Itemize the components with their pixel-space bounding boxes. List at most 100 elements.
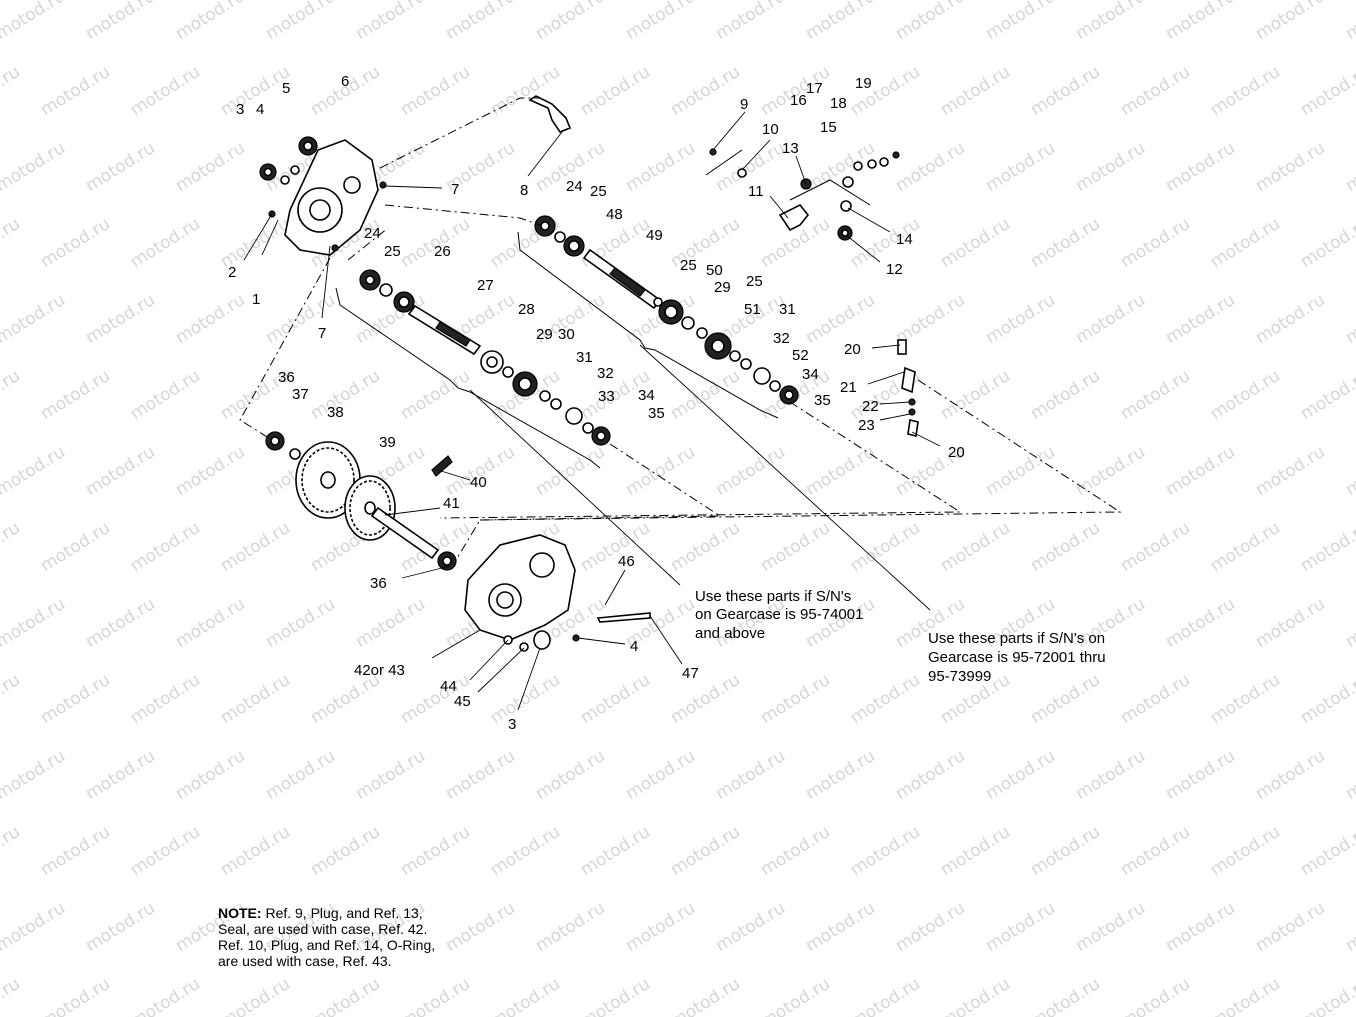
watermark-text: motod.ru <box>532 746 609 804</box>
watermark-text: motod.ru <box>622 442 699 500</box>
watermark-text: motod.ru <box>82 290 159 348</box>
label-2: 2 <box>228 264 236 281</box>
watermark-text: motod.ru <box>982 746 1059 804</box>
watermark-text: motod.ru <box>1162 594 1239 652</box>
watermark-text: motod.ru <box>1027 822 1104 880</box>
watermark-text: motod.ru <box>577 670 654 728</box>
watermark-text: motod.ru <box>1252 138 1329 196</box>
watermark-text: motod.ru <box>37 822 114 880</box>
watermark-text: motod.ru <box>0 670 24 728</box>
watermark-text: motod.ru <box>802 442 879 500</box>
label-49: 49 <box>646 227 663 244</box>
label-44: 44 <box>440 678 457 695</box>
watermark-text: motod.ru <box>847 974 924 1017</box>
gearcase-cover <box>259 136 387 256</box>
watermark-text: motod.ru <box>397 62 474 120</box>
watermark-text: motod.ru <box>1117 518 1194 576</box>
watermark-text: motod.ru <box>622 746 699 804</box>
watermark-text: motod.ru <box>982 442 1059 500</box>
watermark-text: motod.ru <box>307 974 384 1017</box>
label-4: 4 <box>256 101 264 118</box>
watermark-text: motod.ru <box>1027 670 1104 728</box>
watermark-text: motod.ru <box>712 442 789 500</box>
watermark-text: motod.ru <box>1342 898 1356 956</box>
watermark-text: motod.ru <box>847 670 924 728</box>
watermark-text: motod.ru <box>757 974 834 1017</box>
watermark-text: motod.ru <box>82 0 159 44</box>
callout-a-line1: Use these parts if S/N's <box>695 588 851 605</box>
watermark-text: motod.ru <box>442 442 519 500</box>
watermark-text: motod.ru <box>847 518 924 576</box>
note-block: NOTE: Ref. 9, Plug, and Ref. 13, Seal, a… <box>218 905 435 969</box>
watermark-text: motod.ru <box>217 822 294 880</box>
watermark-text: motod.ru <box>0 594 69 652</box>
label-10: 10 <box>762 121 779 138</box>
watermark-text: motod.ru <box>802 0 879 44</box>
watermark-text: motod.ru <box>1297 366 1356 424</box>
plugs-and-seals <box>705 148 900 241</box>
label-34-upper: 34 <box>802 366 819 383</box>
assembly-lines <box>239 97 1122 561</box>
label-47: 47 <box>682 665 699 682</box>
watermark-text: motod.ru <box>667 366 744 424</box>
label-26: 26 <box>434 243 451 260</box>
label-29-middle: 29 <box>536 326 553 343</box>
watermark-text: motod.ru <box>847 822 924 880</box>
label-33: 33 <box>598 388 615 405</box>
label-23: 23 <box>858 417 875 434</box>
watermark-text: motod.ru <box>0 290 69 348</box>
watermark-text: motod.ru <box>1207 214 1284 272</box>
watermark-text: motod.ru <box>1117 366 1194 424</box>
watermark-text: motod.ru <box>667 822 744 880</box>
watermark-text: motod.ru <box>397 518 474 576</box>
watermark-text: motod.ru <box>0 822 24 880</box>
label-32-middle: 32 <box>597 365 614 382</box>
watermark-text: motod.ru <box>1162 746 1239 804</box>
label-48: 48 <box>606 206 623 223</box>
label-3-lower: 3 <box>508 716 516 733</box>
watermark-text: motod.ru <box>1027 974 1104 1017</box>
watermark-text: motod.ru <box>1252 442 1329 500</box>
watermark-text: motod.ru <box>262 290 339 348</box>
label-46: 46 <box>618 553 635 570</box>
watermark-text: motod.ru <box>532 0 609 44</box>
watermark-text: motod.ru <box>1297 518 1356 576</box>
watermark-text: motod.ru <box>577 518 654 576</box>
watermark-text: motod.ru <box>172 746 249 804</box>
watermark-text: motod.ru <box>37 974 114 1017</box>
watermark-text: motod.ru <box>937 62 1014 120</box>
watermark-text: motod.ru <box>397 366 474 424</box>
watermark-text: motod.ru <box>442 746 519 804</box>
watermark-text: motod.ru <box>1252 898 1329 956</box>
watermark-text: motod.ru <box>0 898 69 956</box>
label-51: 51 <box>744 301 761 318</box>
watermark-text: motod.ru <box>262 594 339 652</box>
gearcase-housing <box>464 534 651 652</box>
watermark-text: motod.ru <box>982 898 1059 956</box>
watermark-text: motod.ru <box>352 594 429 652</box>
watermark-text: motod.ru <box>622 898 699 956</box>
watermark-text: motod.ru <box>487 974 564 1017</box>
label-50: 50 <box>706 262 723 279</box>
watermark-text: motod.ru <box>757 518 834 576</box>
watermark-text: motod.ru <box>1342 138 1356 196</box>
watermark-text: motod.ru <box>1117 214 1194 272</box>
label-22: 22 <box>862 398 879 415</box>
note-line2: Seal, are used with case, Ref. 42. <box>218 921 427 937</box>
label-7-bottom: 7 <box>318 325 326 342</box>
label-34-middle: 34 <box>638 387 655 404</box>
watermark-text: motod.ru <box>1207 366 1284 424</box>
label-31-upper: 31 <box>779 301 796 318</box>
watermark-text: motod.ru <box>1162 138 1239 196</box>
watermark-text: motod.ru <box>892 0 969 44</box>
watermark-text: motod.ru <box>37 670 114 728</box>
watermark-text: motod.ru <box>1027 62 1104 120</box>
watermark-text: motod.ru <box>0 974 24 1017</box>
watermark-text: motod.ru <box>82 594 159 652</box>
label-5: 5 <box>282 80 290 97</box>
watermark-text: motod.ru <box>1297 670 1356 728</box>
label-36-top: 36 <box>278 369 295 386</box>
label-38: 38 <box>327 404 344 421</box>
watermark-text: motod.ru <box>127 62 204 120</box>
